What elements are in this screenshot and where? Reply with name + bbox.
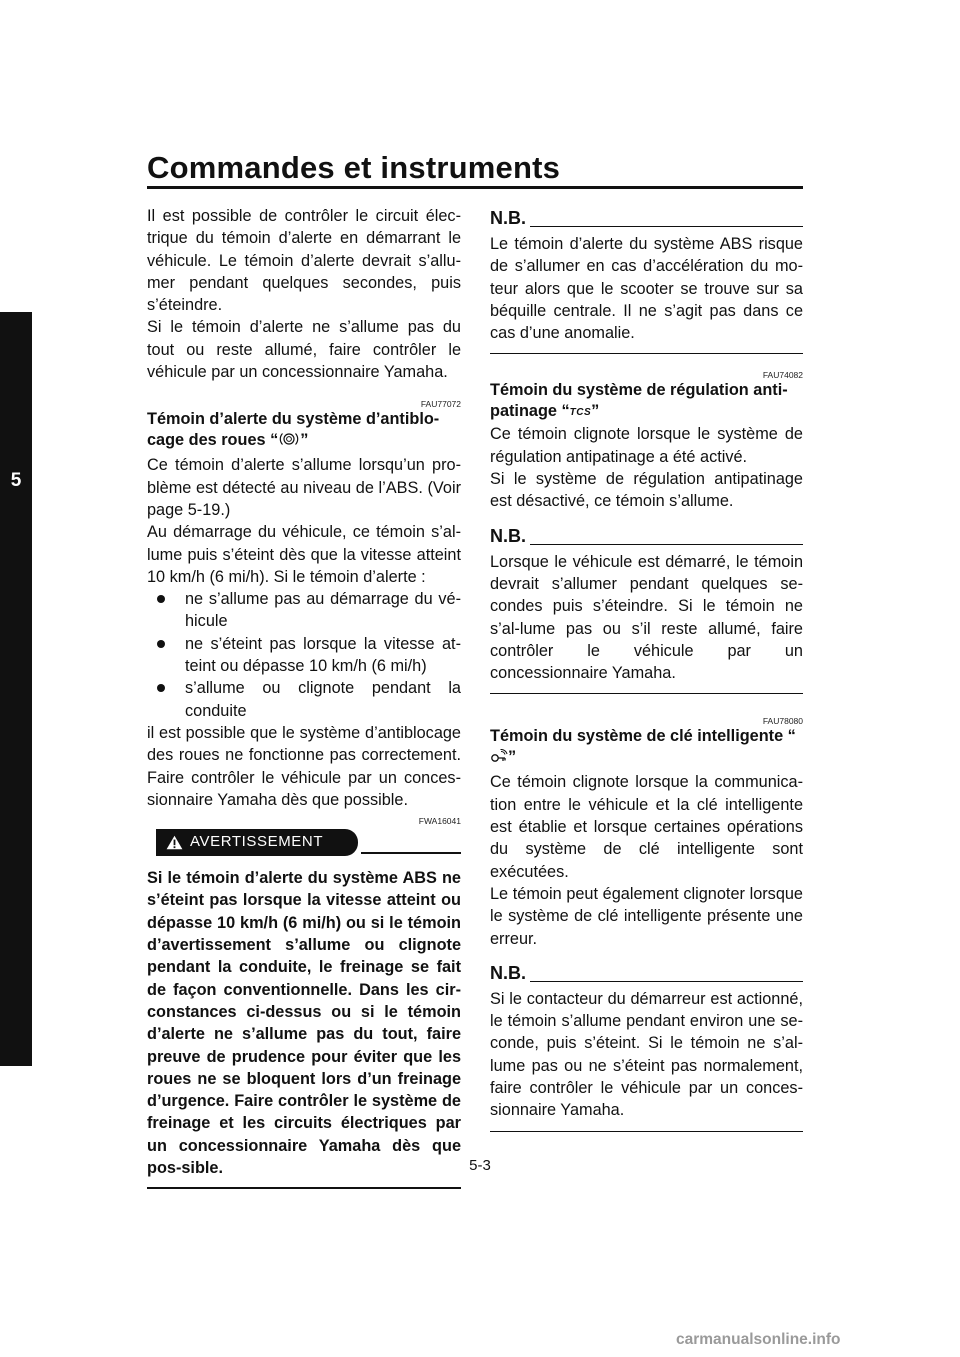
note-end-rule [490,693,803,695]
chapter-number: 5 [10,470,22,491]
paragraph: il est possible que le système d’antiblo… [147,723,461,809]
note-header: N.B. [490,207,803,233]
warning-header: AVERTISSEMENT [147,829,461,857]
right-column: N.B. Le témoin d’alerte du système ABS r… [490,205,803,1132]
note-text: Si le contacteur du démarreur est action… [490,989,803,1120]
note-header: N.B. [490,962,803,988]
page-title: Commandes et instruments [147,150,561,185]
section-heading-abs: Témoin d’alerte du système d’antiblo-cag… [147,409,461,454]
list-item: s’allume ou clignote pendant la conduite [147,677,461,722]
heading-text: ” [300,431,309,450]
heading-text: ” [508,748,517,767]
paragraph: Ce témoin clignote lorsque la communica-… [490,773,803,881]
watermark-text: carmanualsonline.info [676,1331,841,1348]
bullet-list: ne s’allume pas au démarrage du vé-hicul… [147,588,461,722]
note-rule [530,980,803,982]
heading-text: ” [591,402,600,421]
abs-warning-icon [278,430,300,454]
note-rule [530,226,803,227]
list-item: ne s’allume pas au démarrage du vé-hicul… [147,588,461,633]
section-code: FAU77072 [420,399,461,410]
paragraph: Au démarrage du véhicule, ce témoin s’al… [147,523,461,586]
section-code: FAU78080 [762,716,803,727]
paragraph: Il est possible de contrôler le circuit … [147,207,461,315]
page-number: 5-3 [469,1157,491,1174]
paragraph: Si le système de régulation antipatinage… [490,470,803,511]
note-header: N.B. [490,525,803,551]
section-heading-smart-key: Témoin du système de clé intelligente “ ” [490,726,803,771]
warning-end-rule [147,1187,461,1190]
chapter-tab [0,312,32,1066]
note-text: Le témoin d’alerte du système ABS risque… [490,235,803,343]
warning-label: AVERTISSEMENT [190,833,324,851]
section-heading-tcs: Témoin du système de régulation anti-pat… [490,380,803,423]
note-end-rule [490,353,803,355]
heading-text: Témoin d’alerte du système d’antiblo-cag… [147,410,440,450]
section-code: FAU74082 [762,370,803,381]
warning-triangle-icon [166,835,183,850]
note-label: N.B. [490,962,526,983]
warning-badge: AVERTISSEMENT [156,829,358,857]
left-column: Il est possible de contrôler le circuit … [147,205,461,1190]
note-text: Lorsque le véhicule est démarré, le témo… [490,552,803,683]
paragraph: Le témoin peut également clignoter lorsq… [490,884,803,948]
list-item: ne s’éteint pas lorsque la vitesse at-te… [147,633,461,678]
heading-text: Témoin du système de régulation anti-pat… [490,381,788,421]
note-label: N.B. [490,525,526,546]
warning-code: FWA16041 [418,816,461,827]
smart-key-icon [490,749,508,771]
warning-rule [361,852,461,855]
warning-text: Si le témoin d’alerte du système ABS ne … [147,869,461,1177]
note-end-rule [490,1130,803,1132]
paragraph: Ce témoin clignote lorsque le système de… [490,425,803,466]
note-rule [530,543,803,545]
header-rule [147,186,803,189]
paragraph: Ce témoin d’alerte s’allume lorsqu’un pr… [147,456,461,519]
paragraph: Si le témoin d’alerte ne s’allume pas du… [147,318,461,382]
note-label: N.B. [490,208,526,228]
tcs-symbol: TCS [569,407,592,419]
heading-text: Témoin du système de clé intelligente “ [490,727,796,746]
